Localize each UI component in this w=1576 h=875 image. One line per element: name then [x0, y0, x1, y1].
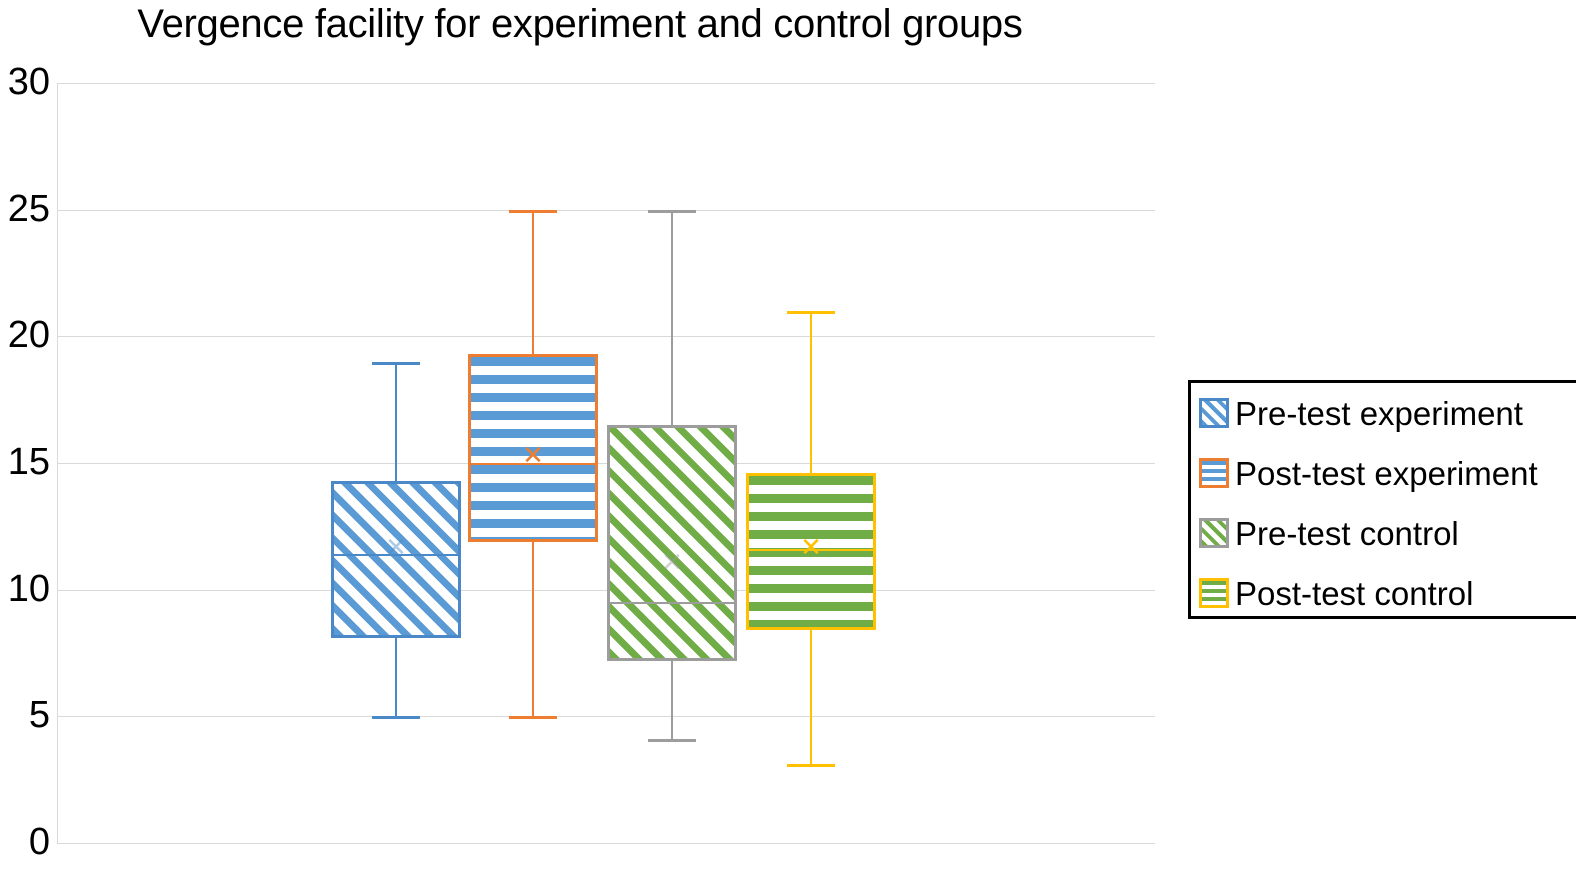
y-tick-label-5: 5 [28, 694, 50, 737]
whisker-cap-min [787, 764, 835, 768]
gridline-15 [57, 463, 1155, 464]
legend-item-3[interactable]: Pre-test control [1191, 503, 1576, 563]
whisker-cap-min [372, 716, 420, 720]
box-iqr[interactable] [746, 473, 876, 631]
boxplot-2[interactable]: ✕ [57, 83, 1155, 843]
whisker-lower-line [395, 637, 397, 717]
boxplot-4[interactable]: ✕ [57, 83, 1155, 843]
legend-swatch-icon [1199, 518, 1229, 548]
whisker-lower-line [532, 541, 534, 717]
whisker-cap-max [648, 209, 696, 213]
median-line [607, 602, 737, 605]
whisker-cap-max [509, 209, 557, 213]
legend-label: Post-test experiment [1235, 454, 1538, 492]
y-tick-label-25: 25 [7, 187, 50, 230]
y-tick-label-15: 15 [7, 441, 50, 483]
median-line [468, 463, 598, 465]
gridline-5 [57, 716, 1155, 718]
whisker-lower-line [810, 630, 812, 765]
legend-swatch-icon [1199, 458, 1229, 488]
box-iqr[interactable] [607, 425, 737, 661]
box-iqr[interactable] [331, 480, 461, 638]
legend-label: Pre-test experiment [1235, 394, 1523, 432]
median-line [331, 554, 461, 557]
whisker-upper-line [671, 209, 673, 425]
gridline-0 [57, 843, 1155, 844]
legend-item-2[interactable]: Post-test experiment [1191, 443, 1576, 503]
y-tick-label-20: 20 [7, 314, 50, 357]
y-tick-label-30: 30 [7, 61, 50, 103]
gridline-25 [57, 209, 1155, 211]
whisker-cap-min [648, 739, 696, 743]
legend-swatch-icon [1199, 398, 1229, 428]
gridline-10 [57, 589, 1155, 591]
legend-item-4[interactable]: Post-test control [1191, 563, 1576, 623]
chart-title: Vergence facility for experiment and con… [137, 2, 1023, 46]
y-tick-label-0: 0 [28, 821, 50, 863]
gridline-20 [57, 336, 1155, 338]
whisker-cap-min [509, 716, 557, 720]
whisker-cap-max [372, 361, 420, 365]
boxplot-1[interactable]: ✕ [57, 83, 1155, 843]
whisker-upper-line [810, 311, 812, 474]
whisker-upper-line [395, 361, 397, 481]
whisker-upper-line [532, 209, 534, 355]
box-iqr[interactable] [468, 354, 598, 542]
y-tick-label-10: 10 [7, 567, 50, 610]
median-line [746, 549, 876, 552]
boxplot-3[interactable]: ✕ [57, 83, 1155, 843]
plot-area: ✕✕✕✕ [57, 83, 1155, 844]
gridline-30 [57, 83, 1155, 84]
legend-label: Post-test control [1235, 574, 1474, 612]
legend-swatch-icon [1199, 578, 1229, 608]
whisker-lower-line [671, 660, 673, 740]
legend-label: Pre-test control [1235, 514, 1459, 552]
whisker-cap-max [787, 311, 835, 314]
legend-item-1[interactable]: Pre-test experiment [1191, 383, 1576, 443]
